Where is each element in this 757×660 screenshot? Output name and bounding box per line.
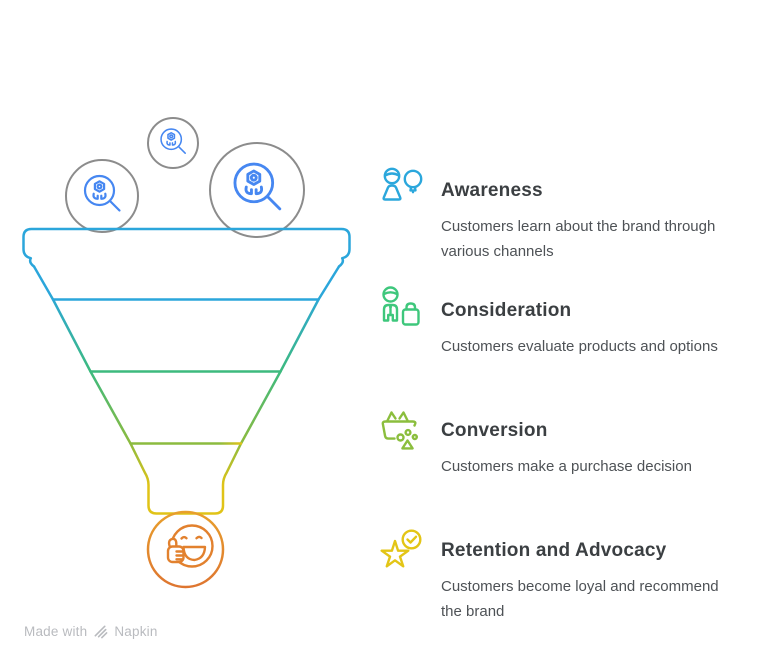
fist-fingers xyxy=(175,550,185,561)
stage-awareness: Awareness Customers learn about the bran… xyxy=(378,166,726,264)
awareness-bubbles xyxy=(65,117,305,238)
stage-description: Customers make a purchase decision xyxy=(441,458,692,475)
stage-conversion: Conversion Customers make a purchase dec… xyxy=(378,406,726,479)
smiley-outer-circle xyxy=(146,510,225,589)
stage-text: Consideration Customers evaluate product… xyxy=(441,300,726,359)
funnel-outline xyxy=(22,227,351,515)
thumbs-up-smiley-icon xyxy=(146,510,225,589)
stage-title: Consideration xyxy=(441,300,572,321)
stage-title: Conversion xyxy=(441,420,548,441)
smiley-mouth xyxy=(182,545,207,562)
stage-text: Retention and Advocacy Customers become … xyxy=(441,540,726,624)
napkin-logo-icon xyxy=(94,625,108,639)
person-lightbulb-icon xyxy=(382,167,423,201)
funnel-sides xyxy=(32,265,341,515)
stage-description: Customers learn about the brand through … xyxy=(441,218,716,260)
funnel-top-band xyxy=(22,227,351,268)
stage-title: Awareness xyxy=(441,180,543,201)
stage-description: Customers evaluate products and options xyxy=(441,338,718,355)
stage-text: Awareness Customers learn about the bran… xyxy=(441,180,726,264)
stage-consideration: Consideration Customers evaluate product… xyxy=(378,286,726,359)
smiley-eyes xyxy=(180,535,203,540)
watermark-made-with: Made with xyxy=(24,624,88,639)
stage-text: Conversion Customers make a purchase dec… xyxy=(441,420,726,479)
stage-description: Customers become loyal and recommend the… xyxy=(441,578,719,620)
person-shopping-bag-icon xyxy=(382,286,420,326)
watermark-brand: Napkin xyxy=(114,624,158,639)
watermark: Made with Napkin xyxy=(24,624,158,639)
stage-retention-advocacy: Retention and Advocacy Customers become … xyxy=(378,526,726,624)
funnel-graphic xyxy=(22,117,351,589)
basket-items-icon xyxy=(381,411,418,450)
star-check-icon xyxy=(380,529,422,568)
stage-title: Retention and Advocacy xyxy=(441,540,667,561)
